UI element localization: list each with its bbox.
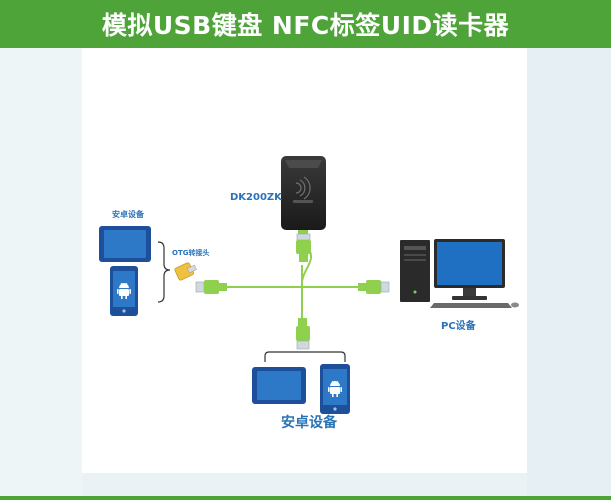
reader-model-label: DK200ZK (230, 192, 282, 203)
left-devices-label: 安卓设备 (112, 210, 144, 219)
usb-plug-icon (296, 318, 310, 350)
usb-plug-icon (358, 280, 390, 294)
page-title: 模拟USB键盘 NFC标签UID读卡器 (101, 11, 510, 40)
android-phone-icon (110, 266, 138, 316)
bottom-devices-label: 安卓设备 (281, 415, 337, 431)
nfc-reader-icon (281, 156, 326, 234)
otg-adapter-label: OTG转接头 (172, 249, 210, 257)
bottom-strip (0, 496, 611, 500)
desktop-pc-icon (400, 239, 519, 308)
right-margin-panel (527, 48, 611, 496)
cable-network (225, 247, 365, 325)
header-banner: 模拟USB键盘 NFC标签UID读卡器 (0, 0, 611, 48)
tablet-icon (252, 367, 306, 404)
tablet-icon (99, 226, 151, 262)
usb-plug-icon (195, 280, 227, 294)
otg-adapter-icon (157, 241, 197, 303)
pc-device-label: PC设备 (441, 321, 476, 332)
android-phone-icon (320, 364, 350, 414)
usb-plug-icon (296, 233, 311, 262)
bottom-bracket (264, 351, 346, 362)
left-margin-panel (0, 48, 82, 496)
